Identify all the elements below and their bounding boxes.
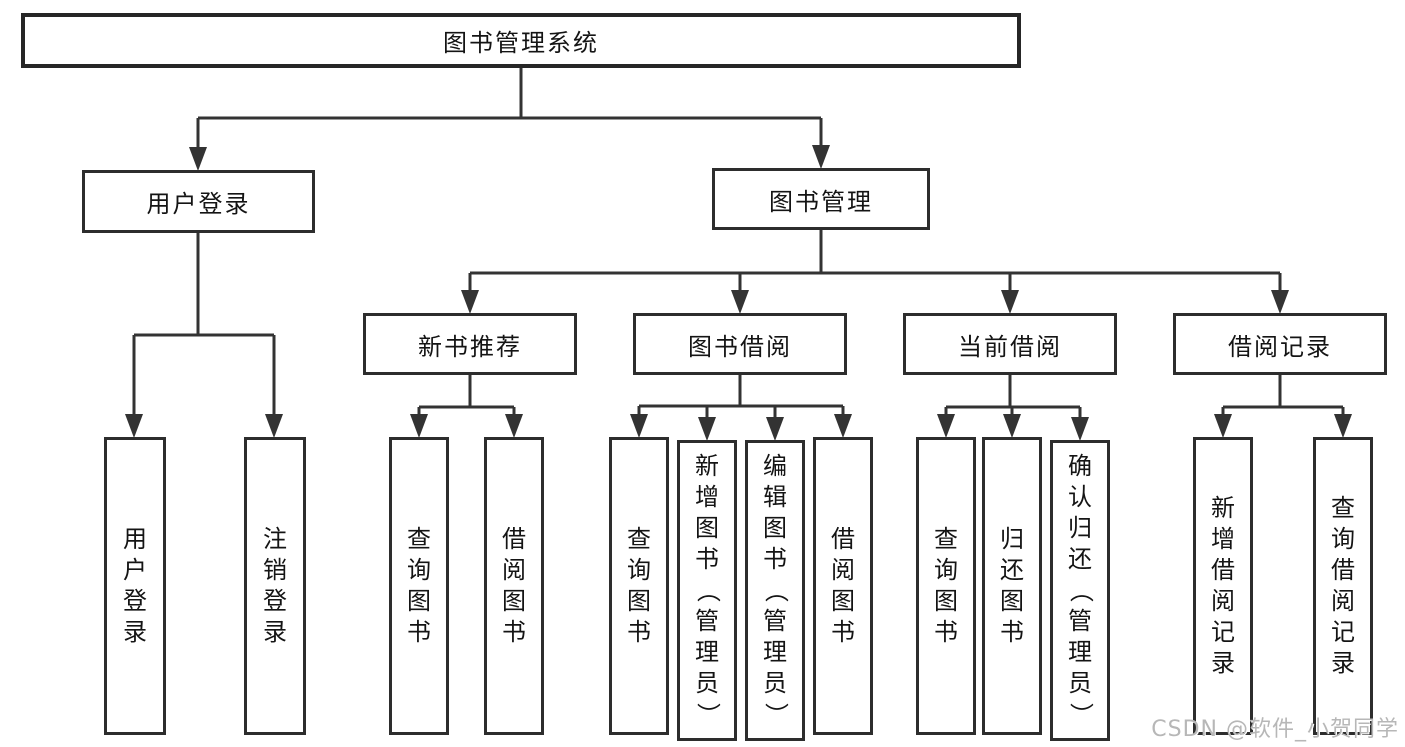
leaf-edit-books-admin: 编辑图书（管理员） — [745, 440, 805, 741]
leaf-return-books: 归还图书 — [982, 437, 1042, 735]
node-new-book-recommendation: 新书推荐 — [363, 313, 577, 375]
leaf-add-borrow-record: 新增借阅记录 — [1193, 437, 1253, 735]
leaf-query-books-current: 查询图书 — [916, 437, 976, 735]
leaf-query-books-borrowing: 查询图书 — [609, 437, 669, 735]
node-label: 图书管理系统 — [443, 29, 599, 57]
node-library-management-system: 图书管理系统 — [21, 13, 1021, 68]
node-label: 图书借阅 — [688, 332, 792, 361]
node-label: 查询借阅记录 — [1331, 494, 1355, 677]
node-label: 用户登录 — [123, 525, 147, 646]
leaf-confirm-return-admin: 确认归还（管理员） — [1050, 440, 1110, 741]
node-label: 编辑图书（管理员） — [761, 452, 790, 727]
node-label: 借阅记录 — [1228, 332, 1332, 361]
leaf-query-borrow-record: 查询借阅记录 — [1313, 437, 1373, 735]
node-user-login-group: 用户登录 — [82, 170, 315, 233]
node-label: 归还图书 — [1000, 525, 1024, 646]
node-label: 新增图书（管理员） — [693, 452, 722, 727]
node-borrowing-records: 借阅记录 — [1173, 313, 1387, 375]
node-book-borrowing: 图书借阅 — [633, 313, 847, 375]
leaf-query-books-recommend: 查询图书 — [389, 437, 449, 735]
node-label: 借阅图书 — [502, 525, 526, 646]
node-label: 查询图书 — [627, 525, 651, 646]
node-label: 查询图书 — [407, 525, 431, 646]
node-label: 新增借阅记录 — [1211, 494, 1235, 677]
node-label: 用户登录 — [146, 190, 251, 218]
watermark: CSDN @软件_小贺同学 — [1151, 717, 1399, 742]
leaf-user-login: 用户登录 — [104, 437, 166, 735]
node-label: 借阅图书 — [831, 525, 855, 646]
node-current-borrowing: 当前借阅 — [903, 313, 1117, 375]
node-label: 确认归还（管理员） — [1066, 452, 1095, 727]
leaf-logout: 注销登录 — [244, 437, 306, 735]
arrowheads — [125, 145, 1352, 441]
node-label: 图书管理 — [769, 187, 873, 216]
leaf-add-books-admin: 新增图书（管理员） — [677, 440, 737, 741]
node-label: 当前借阅 — [958, 332, 1062, 361]
node-label: 查询图书 — [934, 525, 958, 646]
leaf-borrow-books-recommend: 借阅图书 — [484, 437, 544, 735]
node-label: 新书推荐 — [418, 332, 522, 361]
node-book-management: 图书管理 — [712, 168, 930, 230]
node-label: 注销登录 — [263, 525, 287, 646]
leaf-borrow-books: 借阅图书 — [813, 437, 873, 735]
